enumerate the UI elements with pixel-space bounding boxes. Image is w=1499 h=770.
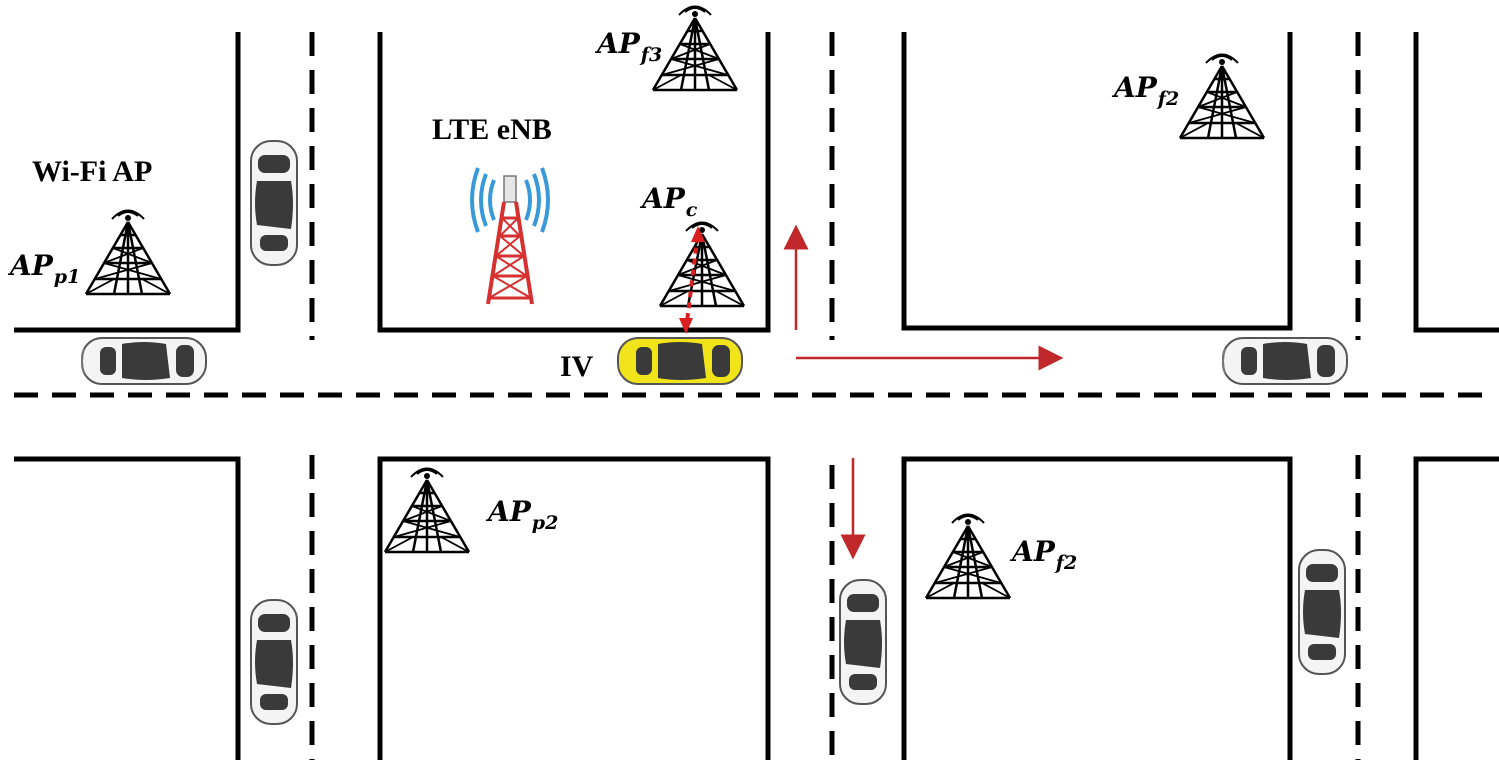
ap-c-label: APc: [642, 182, 698, 221]
curb-top-left: [14, 32, 241, 333]
curb-bottom-right: [901, 456, 1293, 760]
vehicle-left: [81, 337, 207, 385]
lte-enb-label: LTE eNB: [432, 113, 552, 146]
curb-top-right: [901, 32, 1293, 331]
vehicle-bottom-left: [250, 599, 298, 725]
tower-icon-ap-p1: [84, 209, 172, 296]
curb-bottom-far-right: [1413, 456, 1499, 760]
direction-arrows: [783, 224, 1064, 560]
wifi-ap-label: Wi-Fi AP: [32, 155, 153, 188]
tower-icon-ap-c: [658, 221, 746, 308]
ego-vehicle-iv: [617, 337, 743, 385]
road-curbs: [14, 32, 1499, 760]
vehicle-bottom-right: [1298, 549, 1346, 675]
vehicle-right: [1222, 337, 1348, 385]
ap-f2-top-label: APf2: [1114, 71, 1180, 110]
ap-p2-label: APp2: [488, 495, 559, 534]
vehicle-top-left: [250, 140, 298, 266]
curb-top-middle: [377, 32, 771, 333]
lte-tower-icon: [470, 167, 550, 305]
link-arrowhead-top: [691, 226, 705, 242]
curb-top-far-right: [1413, 32, 1499, 333]
lane-markings: [14, 32, 1490, 760]
iv-label: IV: [560, 350, 594, 383]
tower-icon-ap-p2: [383, 467, 471, 554]
curb-bottom-left: [14, 456, 241, 760]
ap-f3-label: APf3: [597, 27, 663, 66]
ap-f2-bottom-label: APf2: [1012, 535, 1078, 574]
link-ap-c-iv: [684, 231, 700, 331]
tower-icon-ap-f2-bottom: [924, 513, 1012, 600]
vehicle-bottom-middle: [839, 579, 887, 705]
curb-bottom-middle: [377, 456, 771, 760]
ap-p1-label: APp1: [10, 249, 81, 288]
link-arrowhead-bottom: [679, 318, 693, 334]
tower-icon-ap-f3: [651, 5, 739, 92]
tower-icon-ap-f2-top: [1178, 53, 1266, 140]
